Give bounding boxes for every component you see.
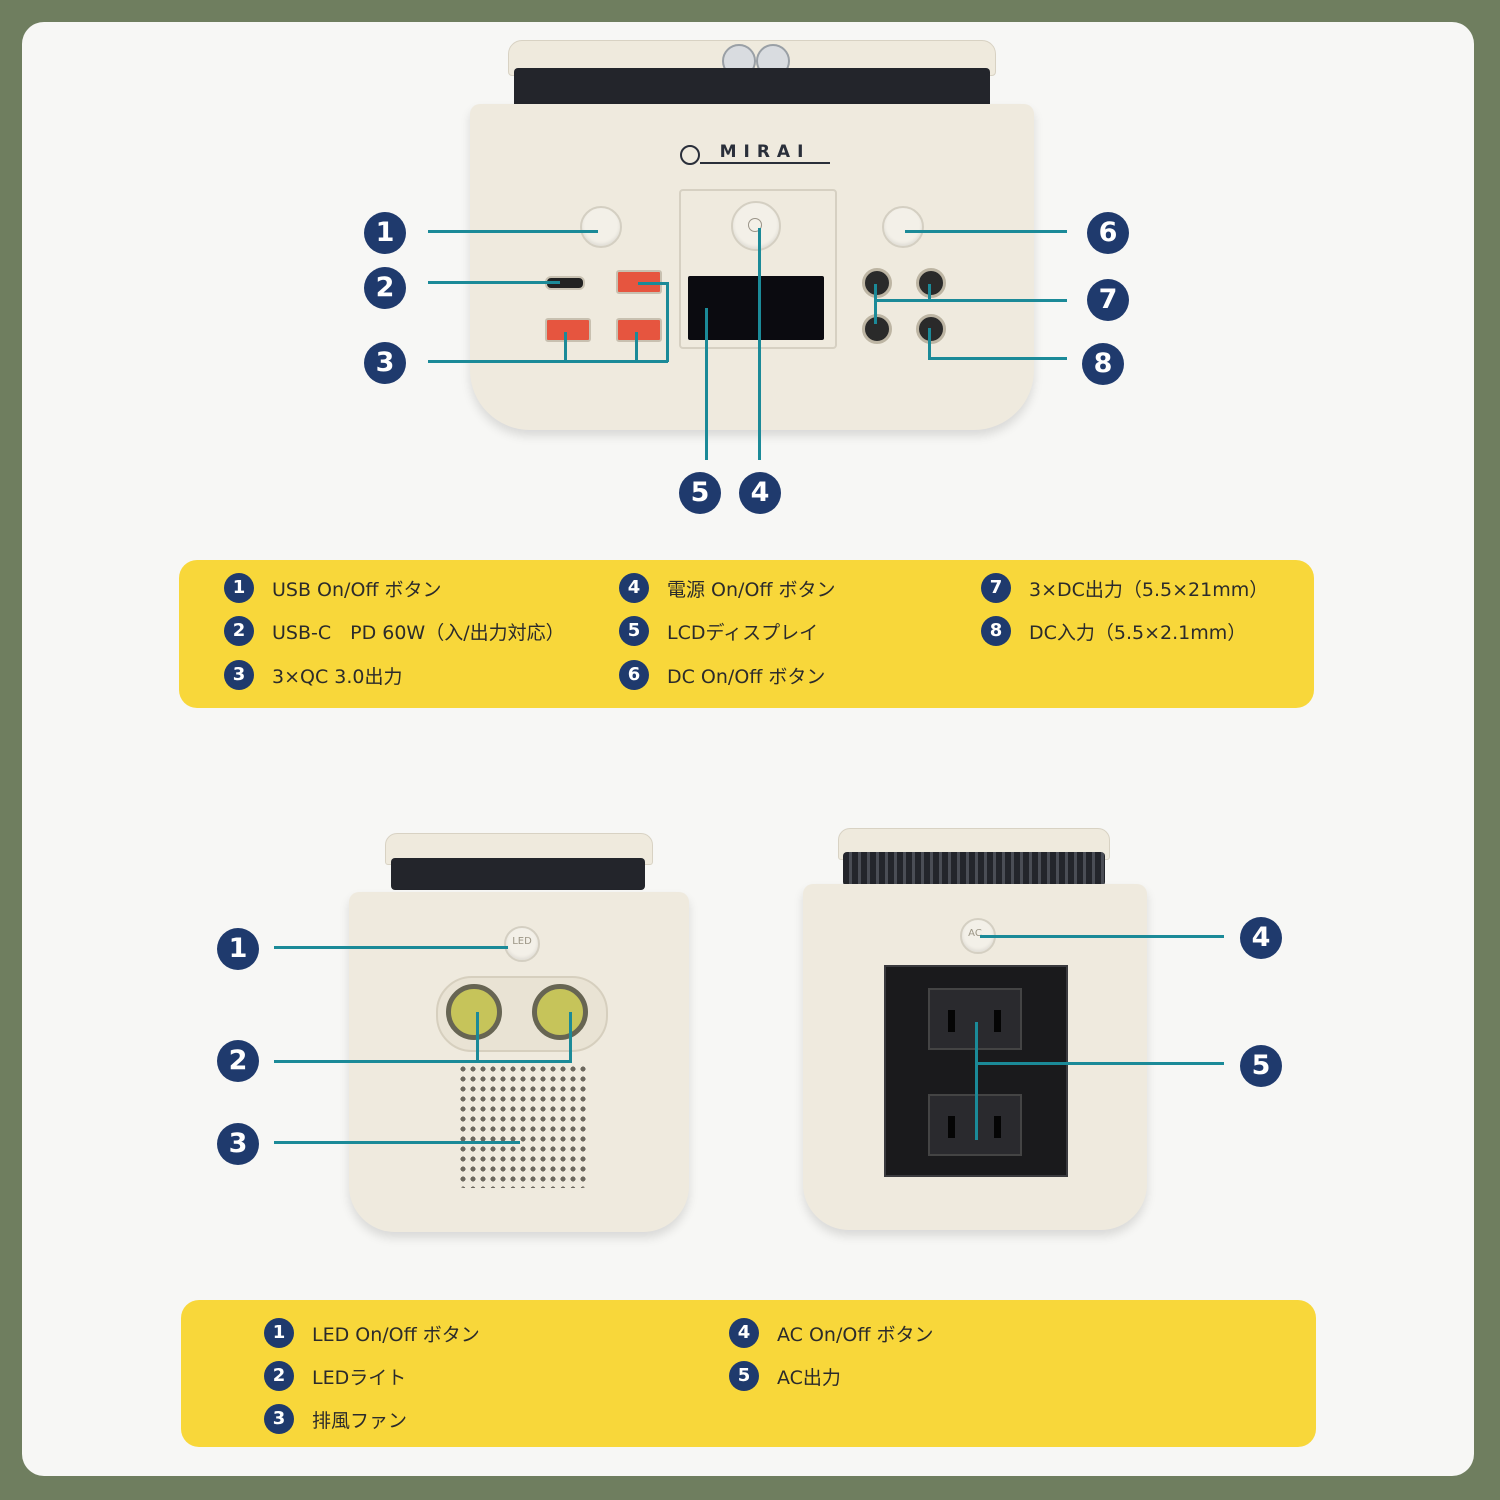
leader-line bbox=[638, 282, 668, 285]
callout-badge: 7 bbox=[1087, 279, 1129, 321]
leader-line bbox=[928, 357, 1067, 360]
callout-badge: 8 bbox=[1082, 343, 1124, 385]
top-legend-panel bbox=[179, 560, 1314, 708]
usb-power-button[interactable] bbox=[580, 206, 622, 248]
leader-line bbox=[975, 1062, 1224, 1065]
callout-badge: 4 bbox=[739, 472, 781, 514]
leader-line bbox=[928, 284, 931, 300]
callout-badge: 3 bbox=[217, 1123, 259, 1165]
leader-line bbox=[274, 1060, 572, 1063]
power-icon bbox=[748, 218, 762, 232]
leader-line bbox=[569, 1012, 572, 1062]
callout-badge: 4 bbox=[1240, 917, 1282, 959]
callout-badge: 5 bbox=[1240, 1045, 1282, 1087]
dc-input-port[interactable] bbox=[916, 314, 946, 344]
leader-line bbox=[705, 308, 708, 460]
led-light-icon bbox=[532, 984, 588, 1040]
outlet-slot-icon bbox=[994, 1010, 1001, 1032]
outlet-slot-icon bbox=[948, 1010, 955, 1032]
led-button-label: LED bbox=[512, 936, 532, 947]
brand-logo: MIRAI bbox=[700, 142, 830, 164]
outlet-slot-icon bbox=[994, 1116, 1001, 1138]
callout-badge: 1 bbox=[217, 928, 259, 970]
leader-line bbox=[274, 1141, 520, 1144]
leader-line bbox=[975, 1022, 978, 1140]
leader-line bbox=[428, 281, 560, 284]
leader-line bbox=[980, 935, 1224, 938]
leader-line bbox=[758, 228, 761, 460]
leader-line bbox=[666, 282, 669, 362]
usb-a-port[interactable] bbox=[616, 318, 662, 342]
leader-line bbox=[874, 299, 1067, 302]
callout-badge: 2 bbox=[364, 267, 406, 309]
leader-line bbox=[905, 230, 1067, 233]
led-light-icon bbox=[446, 984, 502, 1040]
ac-button-label: AC bbox=[968, 928, 982, 939]
outlet-slot-icon bbox=[948, 1116, 955, 1138]
lcd-display bbox=[688, 276, 824, 340]
vent-band bbox=[843, 852, 1105, 886]
device-dark-band bbox=[514, 68, 990, 108]
leader-line bbox=[635, 332, 638, 362]
callout-badge: 6 bbox=[1087, 212, 1129, 254]
leader-line bbox=[428, 230, 598, 233]
dc-power-button[interactable] bbox=[882, 206, 924, 248]
leader-line bbox=[874, 284, 877, 324]
dc-output-port[interactable] bbox=[916, 268, 946, 298]
led-power-button[interactable] bbox=[504, 926, 540, 962]
dc-output-port[interactable] bbox=[862, 314, 892, 344]
leader-line bbox=[476, 1012, 479, 1062]
callout-badge: 2 bbox=[217, 1040, 259, 1082]
device-dark-band bbox=[391, 858, 645, 890]
callout-badge: 1 bbox=[364, 212, 406, 254]
callout-badge: 5 bbox=[679, 472, 721, 514]
leader-line bbox=[428, 360, 668, 363]
leader-line bbox=[928, 328, 931, 358]
exhaust-fan-grille bbox=[458, 1064, 588, 1188]
leader-line bbox=[564, 332, 567, 362]
callout-badge: 3 bbox=[364, 342, 406, 384]
leader-line bbox=[274, 946, 508, 949]
usb-a-port[interactable] bbox=[545, 318, 591, 342]
brand-e-icon bbox=[680, 145, 700, 165]
dc-output-port[interactable] bbox=[862, 268, 892, 298]
